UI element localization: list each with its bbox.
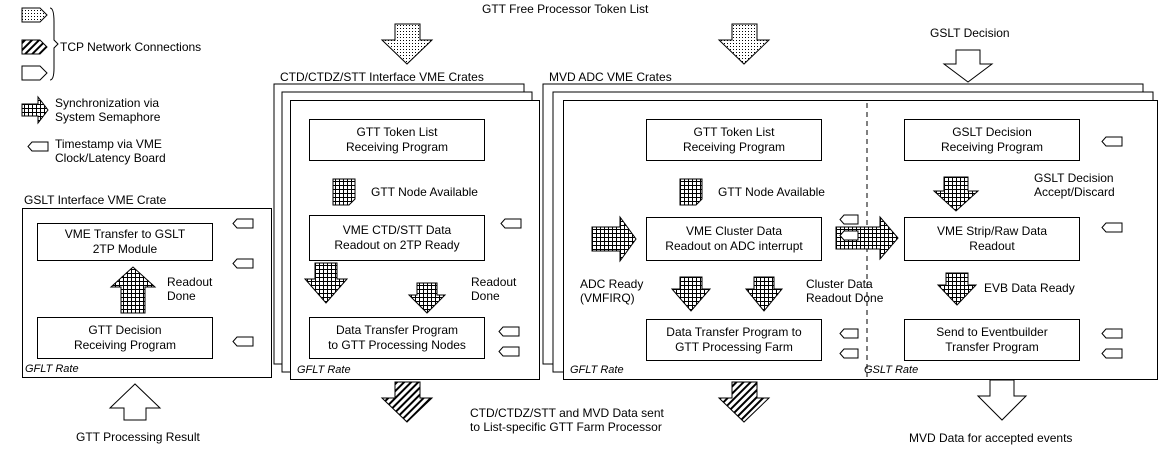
legend-timestamp-icon [27,141,49,152]
data-sent-label-2: to List-specific GTT Farm Processor [470,420,662,434]
adc-ready-arrow [591,215,637,263]
arrow-data-sent-mvd [717,381,771,423]
mvd-crate-title: MVD ADC VME Crates [549,70,672,84]
legend-tcp-hatched-arrow [21,39,48,55]
cluster-arrow-down-2 [744,276,784,312]
cluster-to-strip-arrow [835,215,899,261]
legend-brace [49,7,59,81]
mvd-transfer-box: Data Transfer Program to GTT Processing … [646,319,822,361]
readout-arrow-down-2 [407,282,447,314]
timestamp-icon [498,326,520,337]
token-list-label: GTT Free Processor Token List [482,2,649,16]
legend-tcp-open-arrow [21,65,48,81]
strip-readout-box: VME Strip/Raw Data Readout [904,217,1080,261]
legend-tcp-dotted-arrow [21,7,48,23]
cluster-done-label: Cluster Data Readout Done [806,277,884,305]
legend-timestamp-label-2: Clock/Latency Board [55,151,166,165]
timestamp-icon [232,218,254,229]
ctd-readout-done-label: Readout Done [471,275,517,303]
mvd-node-available-icon [679,178,703,206]
timestamp-icon [1101,136,1123,147]
processing-result-label: GTT Processing Result [76,430,200,444]
legend-timestamp-label-1: Timestamp via VME [55,137,162,151]
mvd-crate: GTT Token List Receiving Program GTT Nod… [563,100,1158,380]
arrow-token-list-mvd [717,23,771,65]
readout-arrow-down-1 [303,262,349,304]
cluster-readout-box: VME Cluster Data Readout on ADC interrup… [646,217,822,261]
arrow-token-list-ctd [380,23,434,65]
arrow-data-sent-ctd [380,381,434,423]
gflt-rate-label: GFLT Rate [25,363,79,375]
timestamp-icon [839,214,859,225]
arrow-processing-result [108,383,162,421]
adc-ready-label: ADC Ready (VMFIRQ) [580,277,644,305]
mvd-node-available-label: GTT Node Available [718,185,825,199]
timestamp-icon [839,230,859,241]
timestamp-icon [498,346,520,357]
ctd-crate-graphics [303,178,522,357]
evb-arrow-down [936,272,978,306]
timestamp-icon [1101,348,1123,359]
data-sent-label-1: CTD/CTDZ/STT and MVD Data sent [470,406,664,420]
timestamp-icon [1101,328,1123,339]
ctd-readout-box: VME CTD/STT Data Readout on 2TP Ready [309,215,485,261]
vme-transfer-box: VME Transfer to GSLT 2TP Module [37,223,213,261]
gslt-crate-title: GSLT Interface VME Crate [24,193,167,207]
legend-semaphore-arrow [21,95,49,125]
ctd-transfer-box: Data Transfer Program to GTT Processing … [309,317,485,359]
timestamp-icon [839,348,859,359]
mvd-gflt-rate-label: GFLT Rate [570,364,624,376]
arrow-accepted-out [976,379,1028,421]
legend-sync-label-2: System Semaphore [55,110,161,124]
timestamp-icon [500,218,522,229]
gslt-crate: VME Transfer to GSLT 2TP Module Readout … [22,208,272,378]
accepted-events-label: MVD Data for accepted events [909,431,1073,445]
legend-tcp-label: TCP Network Connections [60,40,202,54]
gslt-crate-graphics [109,218,254,347]
gslt-decision-box: GSLT Decision Receiving Program [904,119,1080,161]
mvd-token-list-box: GTT Token List Receiving Program [646,119,822,161]
timestamp-icon [232,258,254,269]
ctd-crate-title: CTD/CTDZ/STT Interface VME Crates [280,70,484,84]
ctd-node-available-label: GTT Node Available [371,185,478,199]
ctd-token-list-box: GTT Token List Receiving Program [309,119,485,161]
arrow-gslt-decision-in [942,49,994,83]
timestamp-icon [232,336,254,347]
evb-ready-label: EVB Data Ready [984,281,1075,295]
gslt-decision-label: GSLT Decision [930,26,1010,40]
ctd-gflt-rate-label: GFLT Rate [297,364,351,376]
node-available-icon [332,178,356,206]
ctd-crate: GTT Token List Receiving Program GTT Nod… [290,100,540,380]
timestamp-icon [839,328,859,339]
readout-done-arrow-up [109,266,157,314]
send-eventbuilder-box: Send to Eventbuilder Transfer Program [904,319,1080,361]
legend-sync-label-1: Synchronization via [55,96,160,110]
mvd-crate-graphics [591,103,1123,377]
readout-done-label: Readout Done [167,275,213,303]
gtt-decision-box: GTT Decision Receiving Program [37,317,213,359]
cluster-arrow-down-1 [670,276,712,312]
timestamp-icon [1101,222,1123,233]
gslt-decision-arrow-down [932,176,980,212]
gslt-accept-label: GSLT Decision Accept/Discard [1034,171,1115,199]
gslt-rate-label: GSLT Rate [864,364,919,376]
